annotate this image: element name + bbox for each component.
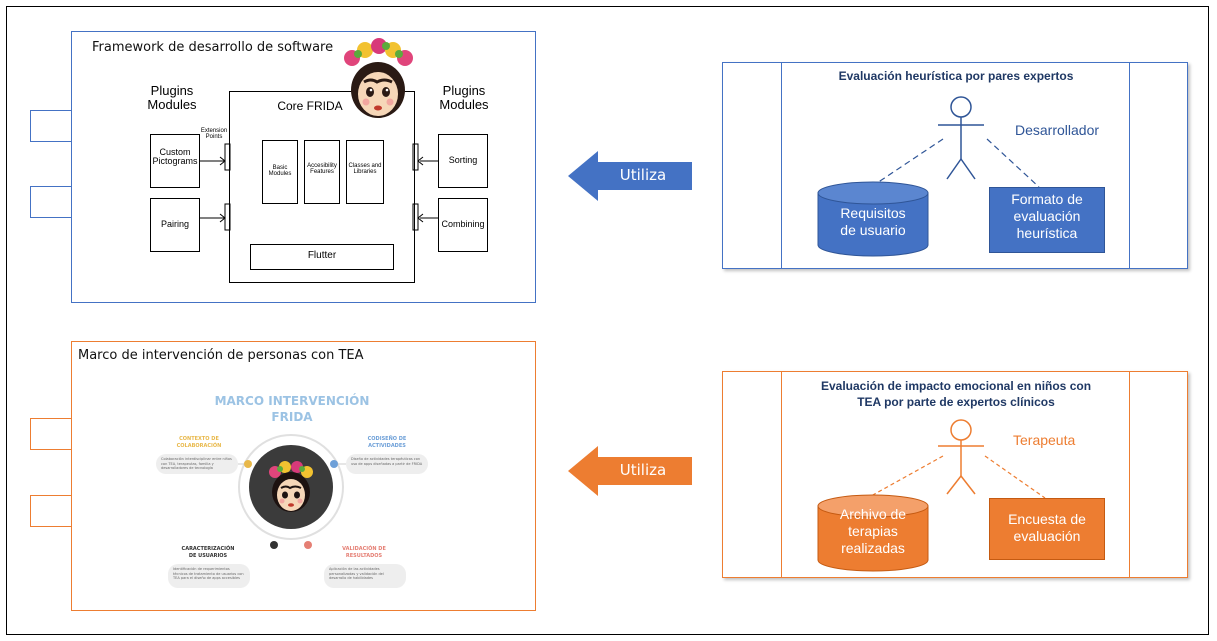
developer-actor-icon — [870, 96, 1040, 188]
extension-points-label: Extension Points — [200, 128, 228, 141]
therapist-actor-icon — [870, 419, 1046, 499]
quadrant-text-validation: Aplicación de las actividades personaliz… — [324, 564, 406, 588]
plugins-right-label: Plugins Modules — [439, 83, 489, 112]
core-module-accessibility: Accesibility Features — [304, 140, 340, 204]
framework-connectors — [200, 143, 438, 231]
impact-right-divider — [1129, 372, 1130, 577]
quadrant-heading-collaboration: CONTEXTO DE COLABORACIÓN — [176, 436, 222, 449]
right-module-sorting: Sorting — [438, 134, 488, 188]
quadrant-text-codesign: Diseño de actividades terapéuticas con u… — [346, 454, 428, 474]
therapies-archive-cylinder — [817, 494, 929, 572]
impact-panel: Evaluación de impacto emocional en niños… — [722, 371, 1188, 578]
quadrant-heading-users: CARACTERIZACIÓN DE USUARIOS — [181, 546, 235, 559]
therapist-actor-label: Terapeuta — [1013, 432, 1076, 448]
impact-panel-title: Evaluación de impacto emocional en niños… — [820, 379, 1092, 410]
heuristic-panel: Evaluación heurística por pares expertos… — [722, 62, 1188, 269]
developer-actor-label: Desarrollador — [1015, 122, 1100, 138]
diagram-frame — [6, 6, 1209, 635]
user-requirements-cylinder — [817, 181, 929, 257]
therapies-archive-label: Archivo de terapias realizadas — [839, 506, 907, 556]
core-frida-title: Core FRIDA — [277, 99, 343, 113]
impact-left-divider — [781, 372, 782, 577]
quadrant-heading-codesign: CODISEÑO DE ACTIVIDADES — [367, 436, 407, 449]
framework-panel: Framework de desarrollo de software Plug… — [71, 31, 536, 303]
heuristic-format-box: Formato de evaluación heurística — [989, 187, 1105, 253]
core-module-classes: Classes and Libraries — [346, 140, 384, 204]
uses-arrow-top-label: Utiliza — [619, 166, 667, 184]
quadrant-heading-validation: VALIDACIÓN DE RESULTADOS — [342, 546, 386, 559]
core-module-basic: Basic Modules — [262, 140, 298, 204]
uses-arrow-bottom-label: Utiliza — [619, 461, 667, 479]
core-frida-box: Core FRIDA Basic Modules Accesibility Fe… — [229, 91, 415, 283]
heuristic-right-divider — [1129, 63, 1130, 268]
quadrant-text-users: Identificación de requerimientos técnico… — [168, 564, 250, 588]
evaluation-survey-box: Encuesta de evaluación — [989, 498, 1105, 560]
framework-panel-title: Framework de desarrollo de software — [92, 40, 334, 55]
left-module-custom-pictograms: Custom Pictograms — [150, 134, 200, 188]
uses-arrow-top — [568, 151, 692, 201]
user-requirements-label: Requisitos de usuario — [840, 205, 906, 238]
left-module-pairing: Pairing — [150, 198, 200, 252]
frida-face-icon — [269, 461, 313, 512]
infographic-title: MARCO INTERVENCIÓN FRIDA — [214, 394, 370, 424]
heuristic-panel-title: Evaluación heurística por pares expertos — [838, 69, 1074, 83]
intervention-panel: Marco de intervención de personas con TE… — [71, 341, 536, 611]
flutter-layer: Flutter — [250, 244, 394, 270]
frida-avatar-icon — [344, 38, 413, 118]
right-module-combining: Combining — [438, 198, 488, 252]
plugins-left-label: Plugins Modules — [147, 83, 197, 112]
heuristic-left-divider — [781, 63, 782, 268]
uses-arrow-bottom — [568, 446, 692, 496]
intervention-panel-title: Marco de intervención de personas con TE… — [78, 348, 364, 363]
quadrant-text-collaboration: Colaboración interdisciplinar entre niño… — [156, 454, 238, 474]
